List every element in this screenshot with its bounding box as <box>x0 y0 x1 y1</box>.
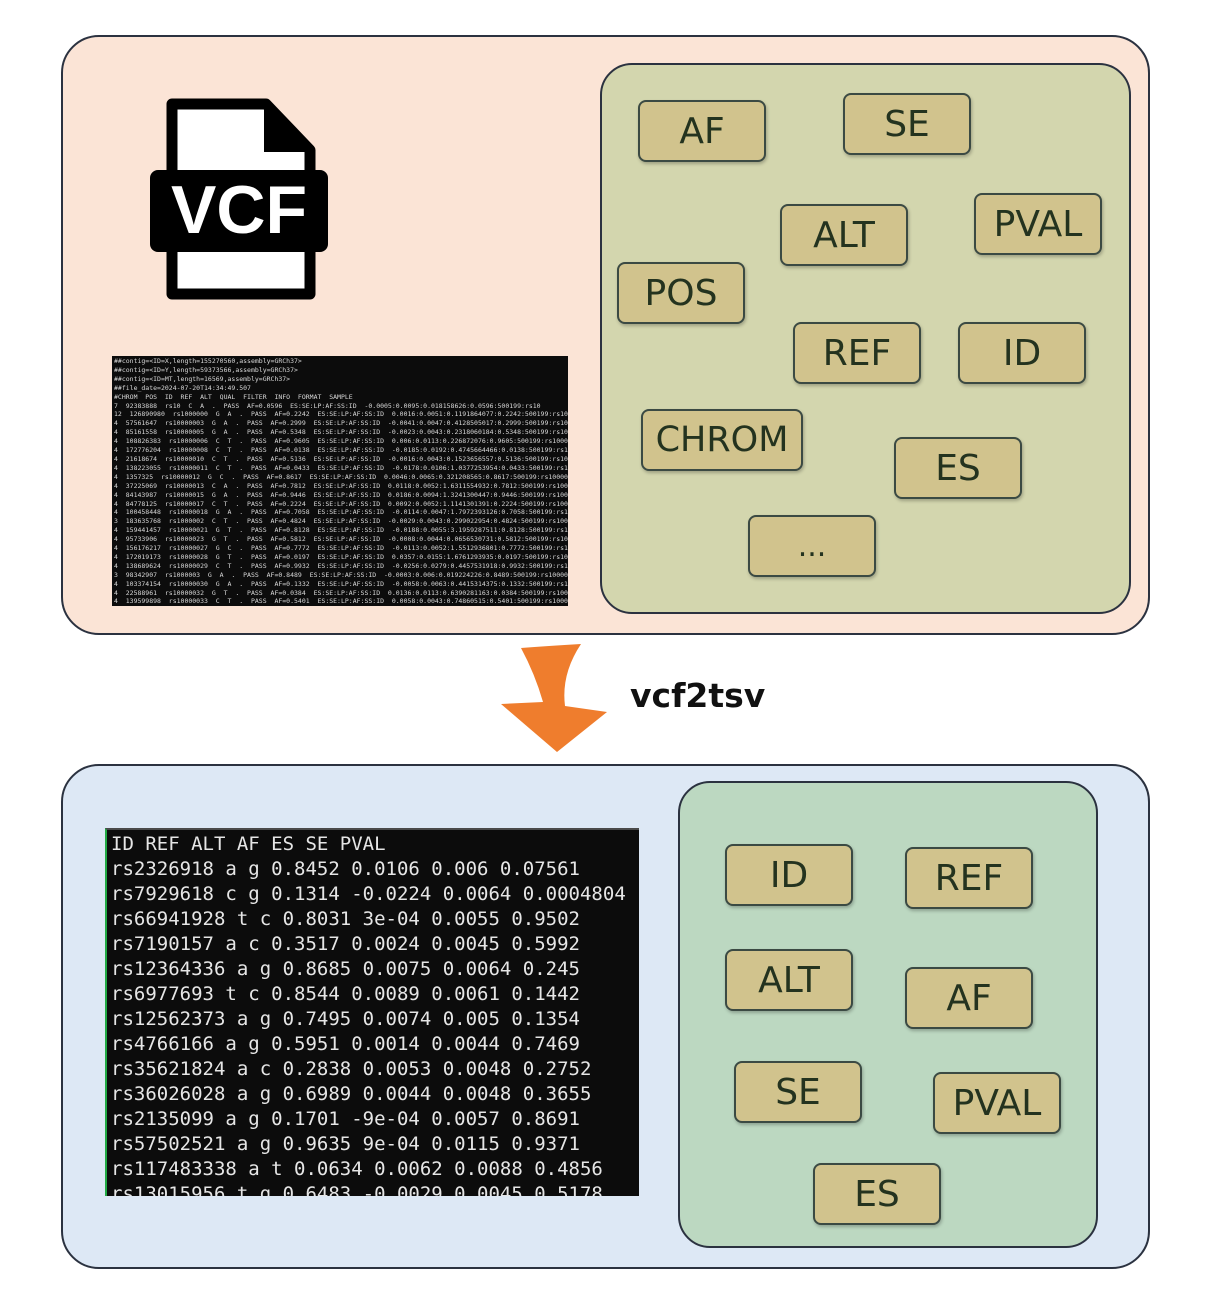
tsv-line: rs6977693 t c 0.8544 0.0089 0.0061 0.144… <box>111 983 580 1005</box>
vcf-line: 4 139599898 rs10000033 C T . PASS AF=0.5… <box>114 597 568 606</box>
conversion-arrow-icon <box>501 644 607 752</box>
field-chip-se: SE <box>734 1061 862 1123</box>
field-chip-id: ID <box>958 322 1086 384</box>
tsv-line: rs117483338 a t 0.0634 0.0062 0.0088 0.4… <box>111 1158 603 1180</box>
vcf-line: ##contig=<ID=MT,length=16569,assembly=GR… <box>114 374 291 383</box>
vcf-line: 4 85161558 rs10000005 G A . PASS AF=0.53… <box>114 428 568 437</box>
vcf-line: 4 57561647 rs10000003 G A . PASS AF=0.29… <box>114 419 568 428</box>
tsv-line: rs57502521 a g 0.9635 9e-04 0.0115 0.937… <box>111 1133 580 1155</box>
field-chip-alt: ALT <box>725 949 853 1011</box>
tsv-line: rs36026028 a g 0.6989 0.0044 0.0048 0.36… <box>111 1083 592 1105</box>
vcf-line: 4 22588961 rs10000032 G T . PASS AF=0.03… <box>114 588 568 597</box>
tsv-file-preview: ID REF ALT AF ES SE PVAL rs2326918 a g 0.… <box>105 828 639 1196</box>
vcf-line: 4 21618674 rs10000010 C T . PASS AF=0.51… <box>114 454 568 463</box>
vcf-line: #CHROM POS ID REF ALT QUAL FILTER INFO F… <box>114 392 353 401</box>
vcf-line: 4 103374154 rs10000030 G A . PASS AF=0.1… <box>114 579 568 588</box>
vcf-line: 4 100458448 rs10000018 G A . PASS AF=0.7… <box>114 508 568 517</box>
vcf-line: ##file_date=2024-07-20T14:34:49.507 <box>114 383 251 392</box>
field-chip-pos: POS <box>617 262 745 324</box>
tsv-line: rs13015956 t g 0.6483 -0.0029 0.0045 0.5… <box>111 1183 603 1196</box>
field-chip-pval: PVAL <box>974 193 1102 255</box>
vcf-line: ##contig=<ID=X,length=155270560,assembly… <box>114 357 302 365</box>
vcf-line: 12 126890980 rs1000000 G A . PASS AF=0.2… <box>114 410 568 419</box>
vcf-line: 4 138689624 rs10000029 C T . PASS AF=0.9… <box>114 561 568 570</box>
field-chip-af: AF <box>905 967 1033 1029</box>
tsv-line: rs7929618 c g 0.1314 -0.0224 0.0064 0.00… <box>111 883 626 905</box>
vcf-line: 4 172019173 rs10000028 G T . PASS AF=0.0… <box>114 552 568 561</box>
vcf-line: 4 108826383 rs10000006 C T . PASS AF=0.9… <box>114 437 568 446</box>
tsv-line: rs4766166 a g 0.5951 0.0014 0.0044 0.746… <box>111 1033 580 1055</box>
field-chip-es: ES <box>813 1163 941 1225</box>
field-chip-af: AF <box>638 100 766 162</box>
vcf-line: 4 84143987 rs10000015 G A . PASS AF=0.94… <box>114 490 568 499</box>
tsv-line: rs12364336 a g 0.8685 0.0075 0.0064 0.24… <box>111 958 580 980</box>
vcf-line: 7 92383888 rs10 C A . PASS AF=0.0596 ES:… <box>114 401 541 410</box>
tsv-line: rs66941928 t c 0.8031 3e-04 0.0055 0.950… <box>111 908 580 930</box>
tsv-line: rs12562373 a g 0.7495 0.0074 0.005 0.135… <box>111 1008 580 1030</box>
vcf-line: 4 138223055 rs10000011 C T . PASS AF=0.0… <box>114 463 568 472</box>
field-chip-id: ID <box>725 844 853 906</box>
tsv-line: rs35621824 a c 0.2838 0.0053 0.0048 0.27… <box>111 1058 592 1080</box>
vcf-line: 4 1357325 rs10000012 G C . PASS AF=0.861… <box>114 472 568 481</box>
vcf-file-preview: ##contig=<ID=X,length=155270560,assembly… <box>112 356 568 606</box>
tsv-line: rs2326918 a g 0.8452 0.0106 0.006 0.0756… <box>111 858 580 880</box>
vcf-file-icon: VCF <box>150 98 328 300</box>
vcf-line: 4 156176217 rs10000027 G C . PASS AF=0.7… <box>114 544 568 553</box>
field-chip-pval: PVAL <box>933 1072 1061 1134</box>
tool-label: vcf2tsv <box>630 676 766 715</box>
field-chip-es: ES <box>894 437 1022 499</box>
vcf-line: 4 172776204 rs10000008 C T . PASS AF=0.0… <box>114 446 568 455</box>
tsv-line: ID REF ALT AF ES SE PVAL <box>111 833 386 855</box>
field-chip-ref: REF <box>905 847 1033 909</box>
vcf-icon-label: VCF <box>171 172 307 248</box>
field-chip-se: SE <box>843 93 971 155</box>
tsv-line: rs7190157 a c 0.3517 0.0024 0.0045 0.599… <box>111 933 580 955</box>
vcf-line: 3 98342907 rs1000003 G A . PASS AF=0.848… <box>114 570 568 579</box>
field-chip-alt: ALT <box>780 204 908 266</box>
vcf-line: 4 37225069 rs10000013 C A . PASS AF=0.78… <box>114 481 568 490</box>
vcf-line: 4 95733906 rs10000023 G T . PASS AF=0.58… <box>114 535 568 544</box>
field-chip-more: ... <box>748 515 876 577</box>
vcf-line: 4 84778125 rs10000017 C T . PASS AF=0.22… <box>114 499 568 508</box>
field-chip-ref: REF <box>793 322 921 384</box>
vcf-line: ##contig=<ID=Y,length=59373566,assembly=… <box>114 365 298 374</box>
vcf-line: 4 159441457 rs10000021 G T . PASS AF=0.8… <box>114 526 568 535</box>
field-chip-chrom: CHROM <box>641 409 803 471</box>
tsv-line: rs2135099 a g 0.1701 -9e-04 0.0057 0.869… <box>111 1108 580 1130</box>
vcf-line: 3 183635768 rs1000002 C T . PASS AF=0.48… <box>114 517 568 526</box>
